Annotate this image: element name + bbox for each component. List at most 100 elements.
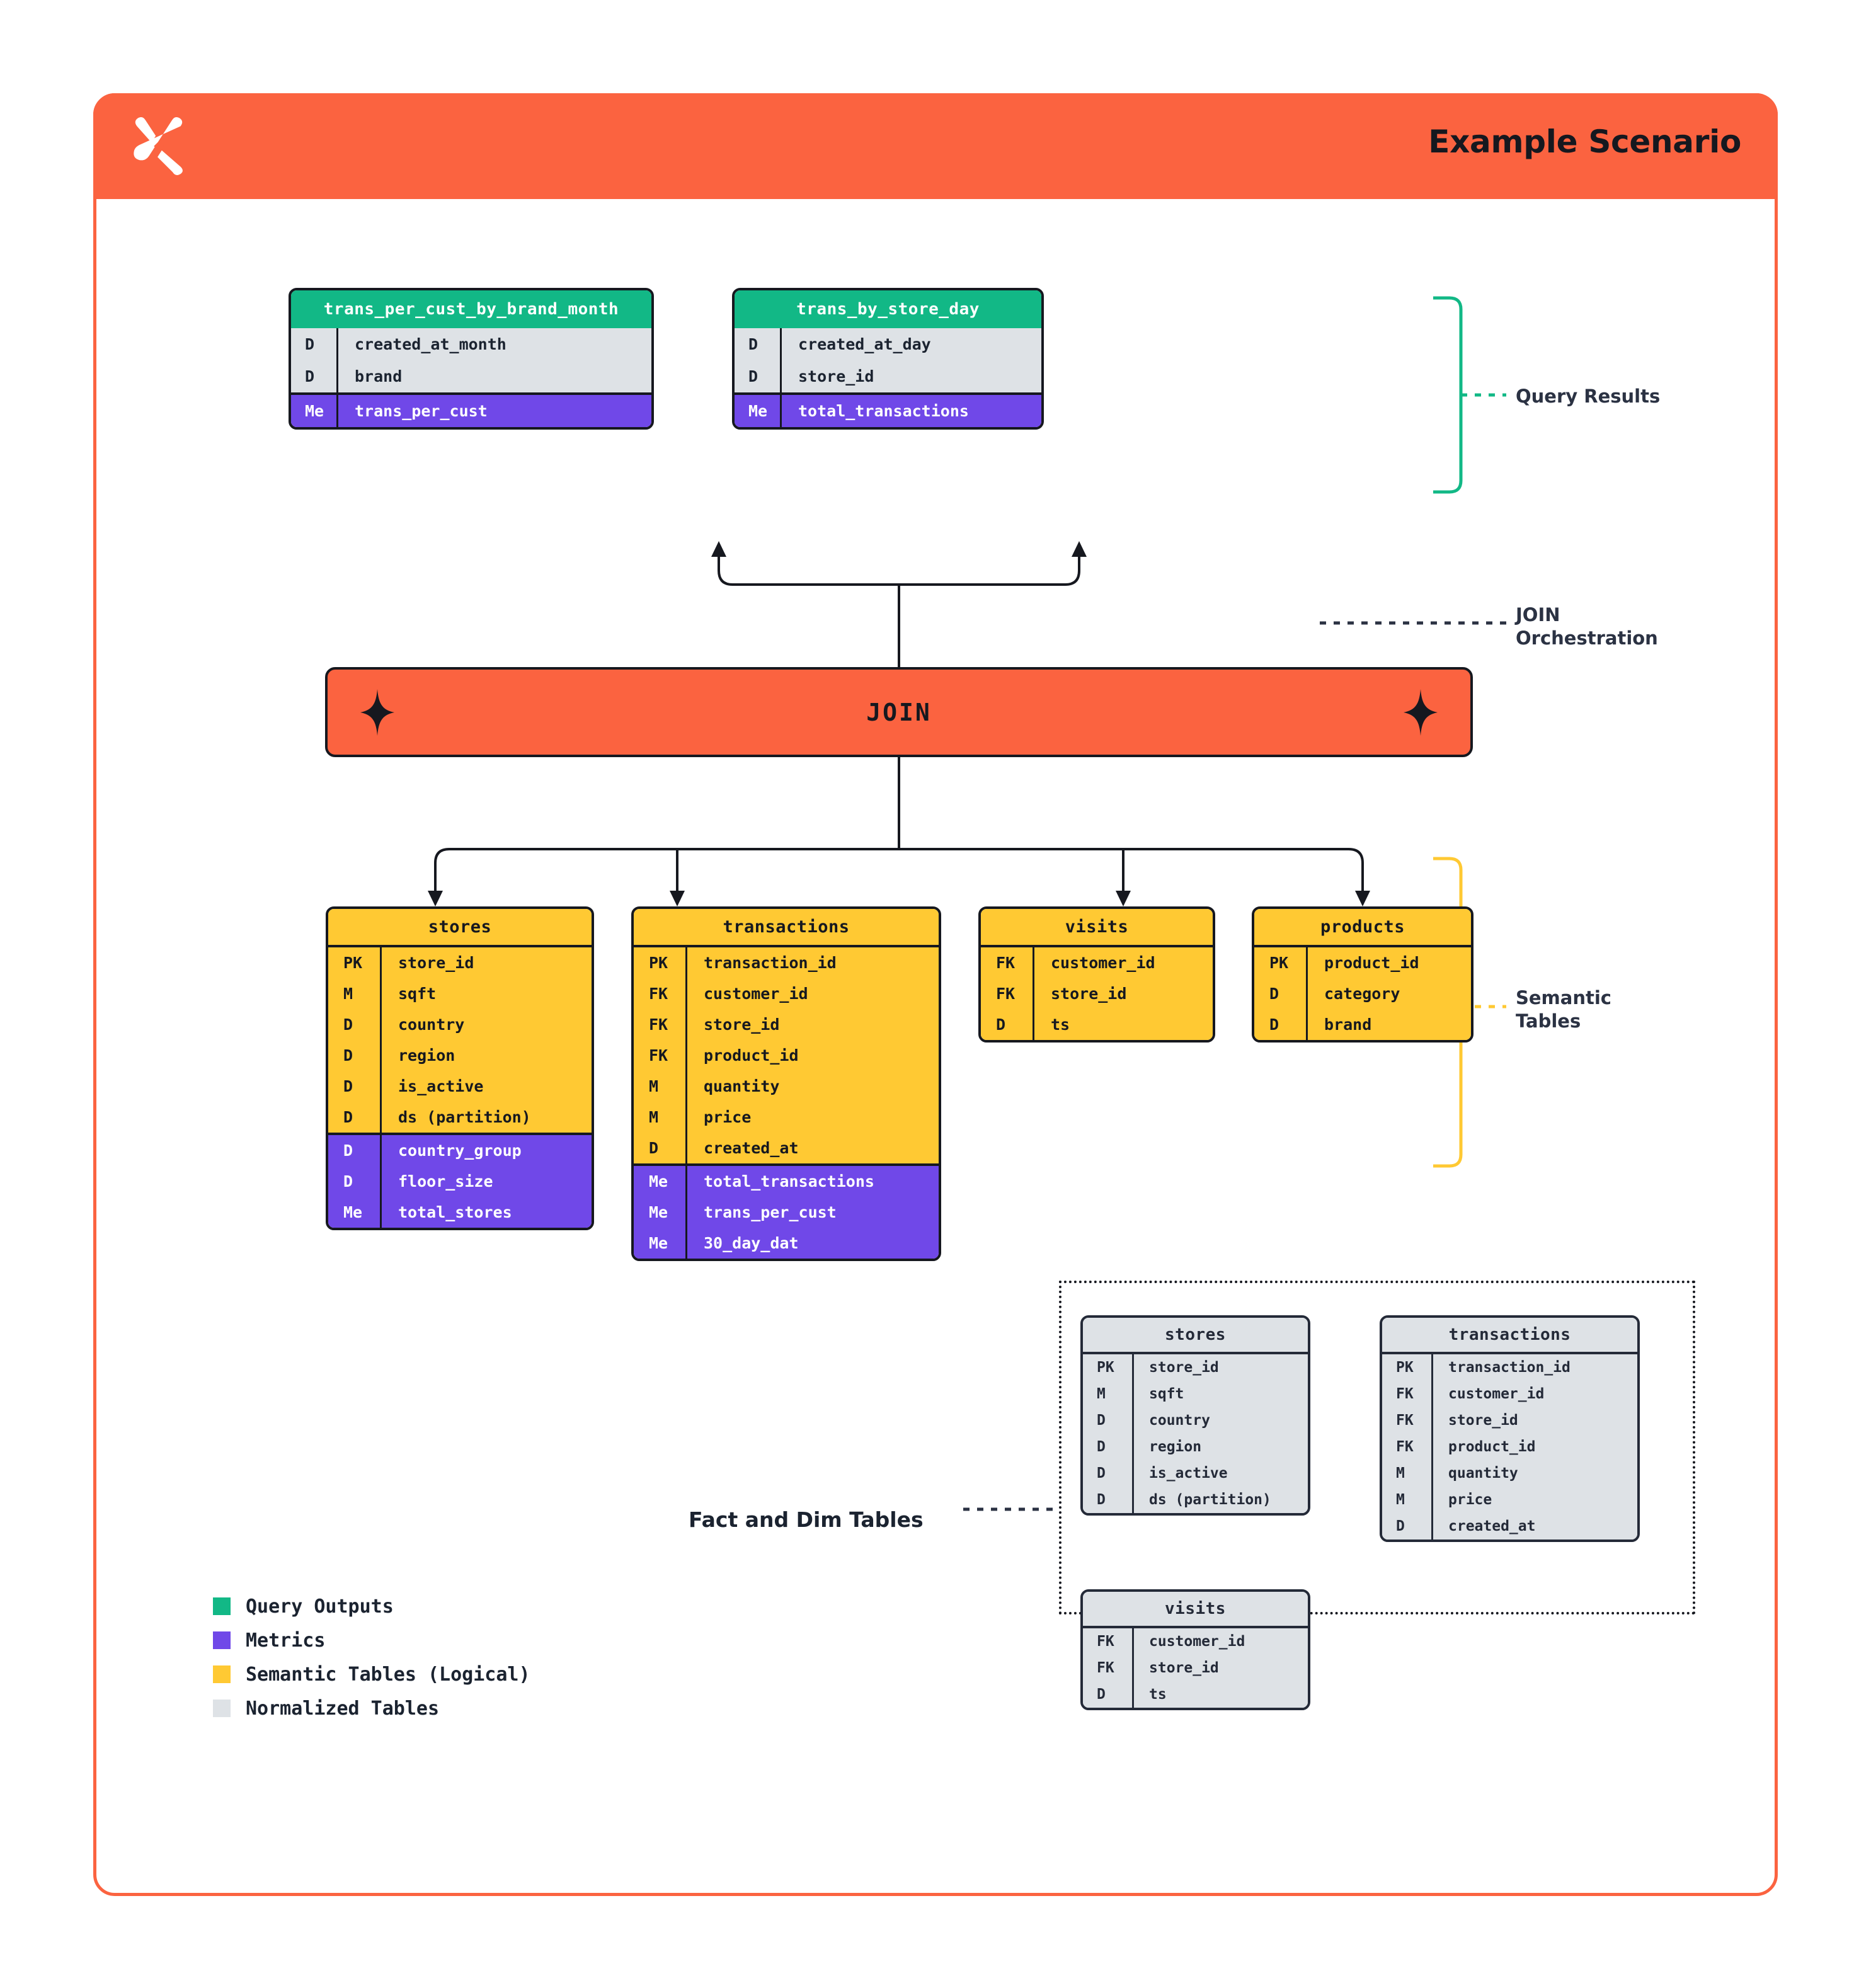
table-header: transactions: [634, 909, 939, 947]
column-key: FK: [1396, 1439, 1414, 1455]
column-field: store_id: [780, 360, 1041, 392]
column-key: Me: [748, 402, 768, 420]
column-field: price: [685, 1102, 939, 1133]
app-logo-icon: [134, 117, 183, 176]
semantic-table-transactions[interactable]: transactions PK transaction_id FK customer…: [631, 906, 941, 1261]
column-field: customer_id: [1033, 947, 1213, 978]
column-key: D: [343, 1108, 353, 1126]
column-key: D: [1269, 1015, 1279, 1034]
column-key: FK: [1396, 1386, 1414, 1402]
column-key: PK: [649, 954, 668, 972]
column-field: ts: [1033, 1009, 1213, 1040]
column-key: Me: [649, 1172, 668, 1191]
column-key: D: [343, 1077, 353, 1095]
column-key: D: [343, 1172, 353, 1191]
column-key: D: [305, 367, 315, 386]
column-key: D: [343, 1141, 353, 1160]
column-field: store_id: [380, 947, 592, 978]
column-field: created_at_month: [336, 328, 651, 360]
annotation-fact-and-dim: Fact and Dim Tables: [689, 1507, 924, 1532]
column-field: transaction_id: [685, 947, 939, 978]
column-field: quantity: [685, 1071, 939, 1102]
column-key: D: [748, 367, 758, 386]
column-key: Me: [649, 1203, 668, 1221]
column-field: customer_id: [1132, 1628, 1308, 1655]
column-key: D: [343, 1046, 353, 1065]
column-key: PK: [343, 954, 363, 972]
legend-label: Metrics: [246, 1629, 326, 1652]
diagram-card: Example Scenario: [93, 93, 1778, 1896]
table-header: visits: [981, 909, 1213, 947]
column-field: created_at: [1431, 1513, 1637, 1540]
column-field: sqft: [380, 978, 592, 1009]
column-key: M: [1396, 1492, 1405, 1508]
column-key: FK: [1396, 1412, 1414, 1429]
table-row: Me trans_per_cust: [291, 395, 651, 427]
column-field: 30_day_dat: [685, 1228, 939, 1259]
metric-section: Me trans_per_cust: [291, 392, 651, 427]
legend-item: Semantic Tables (Logical): [213, 1657, 530, 1691]
column-field: created_at_day: [780, 328, 1041, 360]
column-field: country_group: [380, 1135, 592, 1166]
column-field: total_transactions: [780, 395, 1041, 427]
column-key: FK: [996, 954, 1016, 972]
column-field: country: [1132, 1407, 1308, 1434]
legend-swatch-semantic-tables: [213, 1665, 231, 1683]
column-key: M: [343, 985, 353, 1003]
column-field: product_id: [1306, 947, 1471, 978]
legend-label: Normalized Tables: [246, 1697, 440, 1720]
legend-item: Query Outputs: [213, 1589, 530, 1623]
legend-item: Normalized Tables: [213, 1691, 530, 1725]
column-field: trans_per_cust: [685, 1197, 939, 1228]
column-field: ds (partition): [1132, 1487, 1308, 1513]
table-row: D created_at_day: [735, 328, 1041, 360]
table-header: transactions: [1382, 1318, 1637, 1354]
column-key: D: [996, 1015, 1006, 1034]
column-key: M: [649, 1077, 659, 1095]
column-key: PK: [1269, 954, 1289, 972]
table-header: visits: [1083, 1592, 1308, 1628]
column-field: transaction_id: [1431, 1354, 1637, 1381]
table-header: products: [1254, 909, 1471, 947]
query-result-table[interactable]: trans_by_store_day D created_at_day D st…: [732, 288, 1044, 430]
column-key: Me: [305, 402, 324, 420]
column-field: quantity: [1431, 1460, 1637, 1487]
column-key: FK: [1097, 1633, 1114, 1650]
column-key: M: [1097, 1386, 1106, 1402]
column-key: M: [1396, 1465, 1405, 1482]
table-header: stores: [328, 909, 592, 947]
column-key: M: [649, 1108, 659, 1126]
column-field: country: [380, 1009, 592, 1040]
query-result-table[interactable]: trans_per_cust_by_brand_month D created_…: [289, 288, 654, 430]
column-field: customer_id: [685, 978, 939, 1009]
column-field: ts: [1132, 1681, 1308, 1708]
column-key: D: [1097, 1439, 1106, 1455]
table-header: trans_per_cust_by_brand_month: [291, 290, 651, 328]
sparkle-icon: [360, 688, 394, 736]
join-orchestration-bar[interactable]: JOIN: [325, 667, 1473, 757]
column-key: PK: [1097, 1359, 1114, 1376]
column-field: price: [1431, 1487, 1637, 1513]
column-key: D: [1097, 1465, 1106, 1482]
column-key: D: [1097, 1686, 1106, 1703]
column-key: FK: [649, 1046, 668, 1065]
column-field: brand: [336, 360, 651, 392]
table-header: stores: [1083, 1318, 1308, 1354]
table-row: D brand: [291, 360, 651, 392]
fact-dim-group: [1059, 1281, 1695, 1614]
metric-section: Me total_transactions: [735, 392, 1041, 427]
column-key: FK: [649, 985, 668, 1003]
